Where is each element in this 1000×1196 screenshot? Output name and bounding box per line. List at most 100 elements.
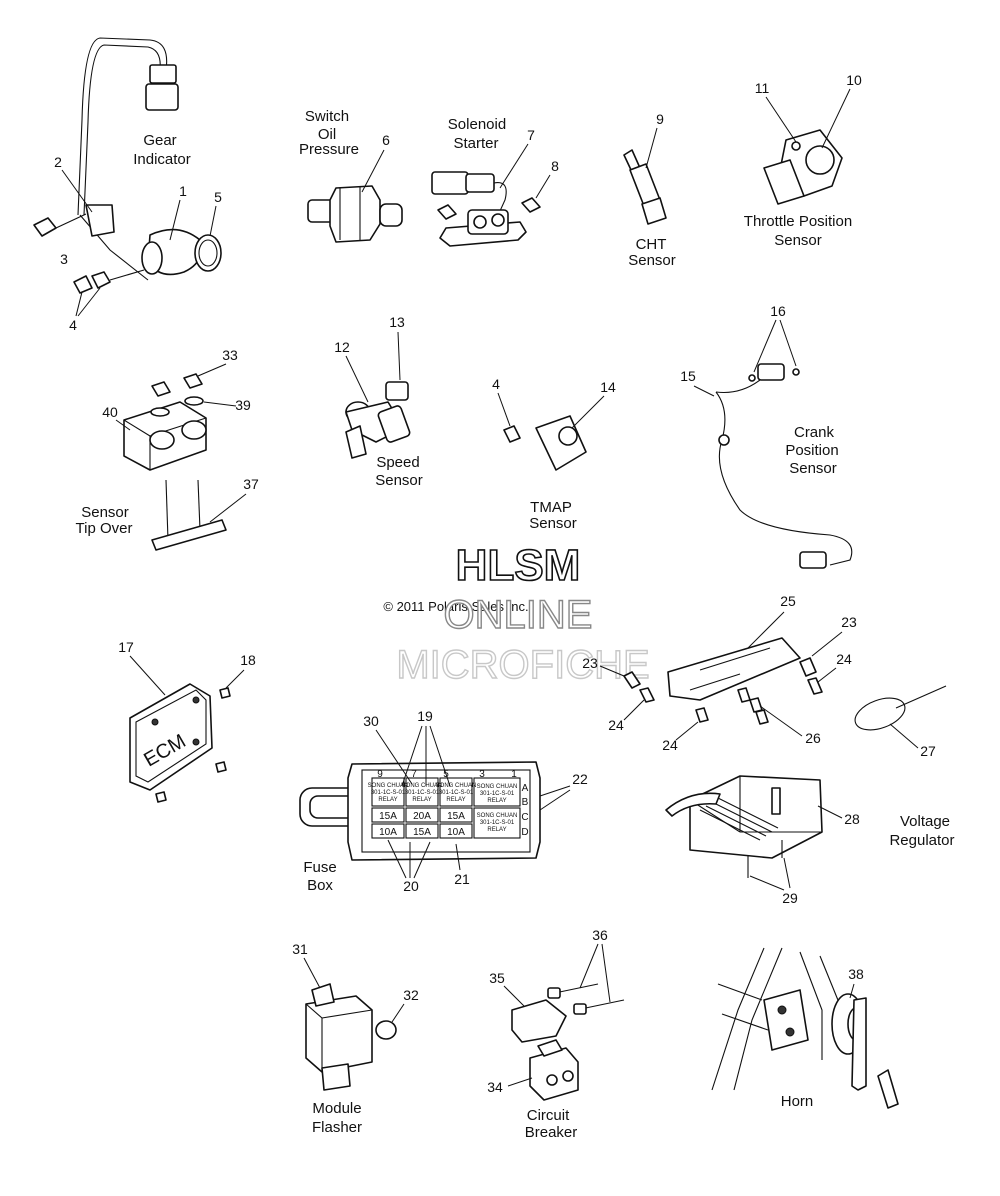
callout-8: 8: [551, 158, 559, 174]
fuse-row-b: B: [522, 797, 529, 808]
fuse-c-5: 10A: [447, 827, 465, 838]
fuse-ratings: 15A 20A 15A 10A 15A 10A: [379, 811, 465, 838]
label-speed-sensor-2: Sensor: [375, 472, 423, 489]
callout-15: 15: [680, 368, 696, 384]
callout-31: 31: [292, 941, 308, 957]
callout-37: 37: [243, 476, 259, 492]
label-throttle-position-sensor-2: Sensor: [774, 232, 822, 249]
callout-35: 35: [489, 970, 505, 986]
label-horn: Horn: [781, 1093, 814, 1110]
relay-1-line-1: SONG CHUAN: [368, 783, 409, 789]
label-switch-oil-pressure-1: Switch: [305, 108, 349, 125]
callout-2: 2: [54, 154, 62, 170]
label-fuse-box-1: Fuse: [303, 859, 336, 876]
label-solenoid-starter-2: Starter: [453, 135, 498, 152]
fuse-row-a: A: [522, 783, 529, 794]
callout-33: 33: [222, 347, 238, 363]
relay-2-line-1: SONG CHUAN: [402, 783, 443, 789]
relay-4-line-1: SONG CHUAN: [477, 784, 518, 790]
horn-part: [711, 947, 899, 1109]
label-fuse-box-2: Box: [307, 877, 333, 894]
callout-29: 29: [782, 890, 798, 906]
fuse-c-9: 10A: [379, 827, 397, 838]
callout-6: 6: [382, 132, 390, 148]
label-speed-sensor-1: Speed: [376, 454, 419, 471]
callout-38: 38: [848, 966, 864, 982]
label-cht-sensor-1: CHT: [636, 236, 667, 253]
callout-20: 20: [403, 878, 419, 894]
relay-5-line-1: SONG CHUAN: [477, 813, 518, 819]
callout-14: 14: [600, 379, 616, 395]
callout-4a: 4: [69, 317, 77, 333]
callout-24c: 24: [662, 737, 678, 753]
fuse-b-7: 20A: [413, 811, 431, 822]
callout-10: 10: [846, 72, 862, 88]
callout-19: 19: [417, 708, 433, 724]
bracket-and-ties-part: [623, 637, 947, 731]
callout-5: 5: [214, 189, 222, 205]
label-circuit-breaker-2: Breaker: [525, 1124, 578, 1141]
label-crank-position-sensor-1: Crank: [794, 424, 835, 441]
callout-7: 7: [527, 127, 535, 143]
relay-5-line-3: RELAY: [487, 827, 506, 833]
label-throttle-position-sensor-1: Throttle Position: [744, 213, 852, 230]
relay-1-line-3: RELAY: [378, 797, 397, 803]
callout-26: 26: [805, 730, 821, 746]
tmap-sensor-part: [503, 415, 587, 471]
watermark-microfiche: MICROFICHE: [396, 643, 649, 687]
cht-sensor-part: [623, 149, 667, 225]
callout-23b: 23: [582, 655, 598, 671]
gear-indicator-assembly: [33, 37, 222, 294]
callout-13: 13: [389, 314, 405, 330]
fuse-relay-labels: SONG CHUAN 301-1C-S-01 RELAY SONG CHUAN …: [368, 783, 518, 833]
circuit-breaker-part: [511, 983, 625, 1101]
label-tmap-sensor-1: TMAP: [530, 499, 572, 516]
callout-22: 22: [572, 771, 588, 787]
callout-27: 27: [920, 743, 936, 759]
label-solenoid-starter-1: Solenoid: [448, 116, 506, 133]
relay-4-line-3: RELAY: [487, 798, 506, 804]
callout-36: 36: [592, 927, 608, 943]
fuse-row-c: C: [521, 812, 528, 823]
watermark-online: ONLINE: [444, 593, 593, 637]
callout-34: 34: [487, 1079, 503, 1095]
fuse-col-1: 1: [511, 769, 517, 780]
relay-3-line-2: 301-1C-S-01: [439, 790, 474, 796]
label-sensor-tip-over-2: Tip Over: [76, 520, 133, 537]
watermark-hlsm: HLSM: [456, 541, 581, 590]
fuse-row-d: D: [521, 827, 528, 838]
label-tmap-sensor-2: Sensor: [529, 515, 577, 532]
callout-39: 39: [235, 397, 251, 413]
label-voltage-regulator-2: Regulator: [889, 832, 954, 849]
callout-21: 21: [454, 871, 470, 887]
throttle-position-sensor-part: [763, 129, 843, 205]
callout-23a: 23: [841, 614, 857, 630]
fuse-b-5: 15A: [447, 811, 465, 822]
label-switch-oil-pressure-2: Oil: [318, 126, 336, 143]
relay-5-line-2: 301-1C-S-01: [480, 820, 515, 826]
label-module-flasher-2: Flasher: [312, 1119, 362, 1136]
fuse-col-3: 3: [479, 769, 485, 780]
callout-24b: 24: [608, 717, 624, 733]
label-circuit-breaker-1: Circuit: [527, 1107, 570, 1124]
relay-3-line-3: RELAY: [446, 797, 465, 803]
speed-sensor-part: [345, 381, 411, 459]
solenoid-starter-part: [431, 171, 541, 247]
callout-12: 12: [334, 339, 350, 355]
label-gear-indicator-2: Indicator: [133, 151, 191, 168]
relay-3-line-1: SONG CHUAN: [436, 783, 477, 789]
module-flasher-part: [305, 983, 397, 1091]
callout-9: 9: [656, 111, 664, 127]
callout-32: 32: [403, 987, 419, 1003]
callout-24a: 24: [836, 651, 852, 667]
callout-16: 16: [770, 303, 786, 319]
sensor-tip-over-part: [123, 373, 227, 551]
label-cht-sensor-2: Sensor: [628, 252, 676, 269]
label-switch-oil-pressure-3: Pressure: [299, 141, 359, 158]
crank-position-sensor-part: [715, 363, 853, 569]
fuse-box-row-letters: A B C D: [521, 783, 528, 838]
label-module-flasher-1: Module: [312, 1100, 361, 1117]
callout-18: 18: [240, 652, 256, 668]
callout-28: 28: [844, 811, 860, 827]
